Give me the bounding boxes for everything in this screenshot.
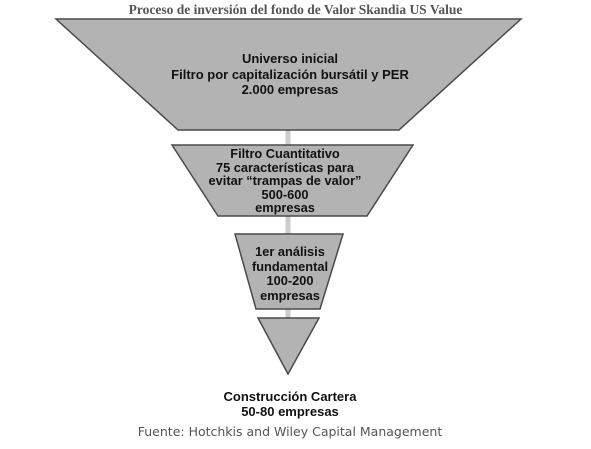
stage-1-line-1: Universo inicial xyxy=(241,51,339,66)
stage-2-line-4: 500-600 xyxy=(261,186,309,202)
funnel-stage-4-shape xyxy=(256,317,321,376)
funnel-stage-2-shape xyxy=(170,144,415,217)
diagram-title: Proceso de inversión del fondo de Valor … xyxy=(128,2,463,17)
funnel-stage-1-label: Universo inicial Filtro por capitalizaci… xyxy=(150,51,430,98)
stage-1-line-2: Filtro por capitalización bursátil y PER xyxy=(171,66,409,82)
final-stage-label: Construcción Cartera 50-80 empresas xyxy=(190,389,390,419)
stage-3-line-2: fundamental xyxy=(251,258,329,274)
stage-2-line-3: evitar “trampas de valor” xyxy=(208,173,362,188)
final-stage-line-1: Construcción Cartera xyxy=(223,389,357,404)
stage-2-line-5: empresas xyxy=(255,200,315,215)
stage-2-line-1: Filtro Cuantitativo xyxy=(230,146,340,161)
funnel-stage-2-label: Filtro Cuantitativo 75 características p… xyxy=(195,147,375,215)
stage-1-line-3: 2.000 empresas xyxy=(241,82,339,97)
funnel-stage-3-label: 1er análisis fundamental 100-200 empresa… xyxy=(235,244,345,303)
stage-2-line-2: 75 características para xyxy=(215,159,355,175)
funnel-stage-1-shape xyxy=(54,18,523,131)
funnel-stage-3-shape xyxy=(234,233,345,310)
final-stage-line-2: 50-80 empresas xyxy=(241,404,339,419)
stage-3-line-4: empresas xyxy=(260,287,320,303)
stage-3-line-1: 1er análisis xyxy=(255,244,325,259)
source-caption: Fuente: Hotchkis and Wiley Capital Manag… xyxy=(137,424,443,439)
stage-3-line-3: 100-200 xyxy=(266,273,314,288)
